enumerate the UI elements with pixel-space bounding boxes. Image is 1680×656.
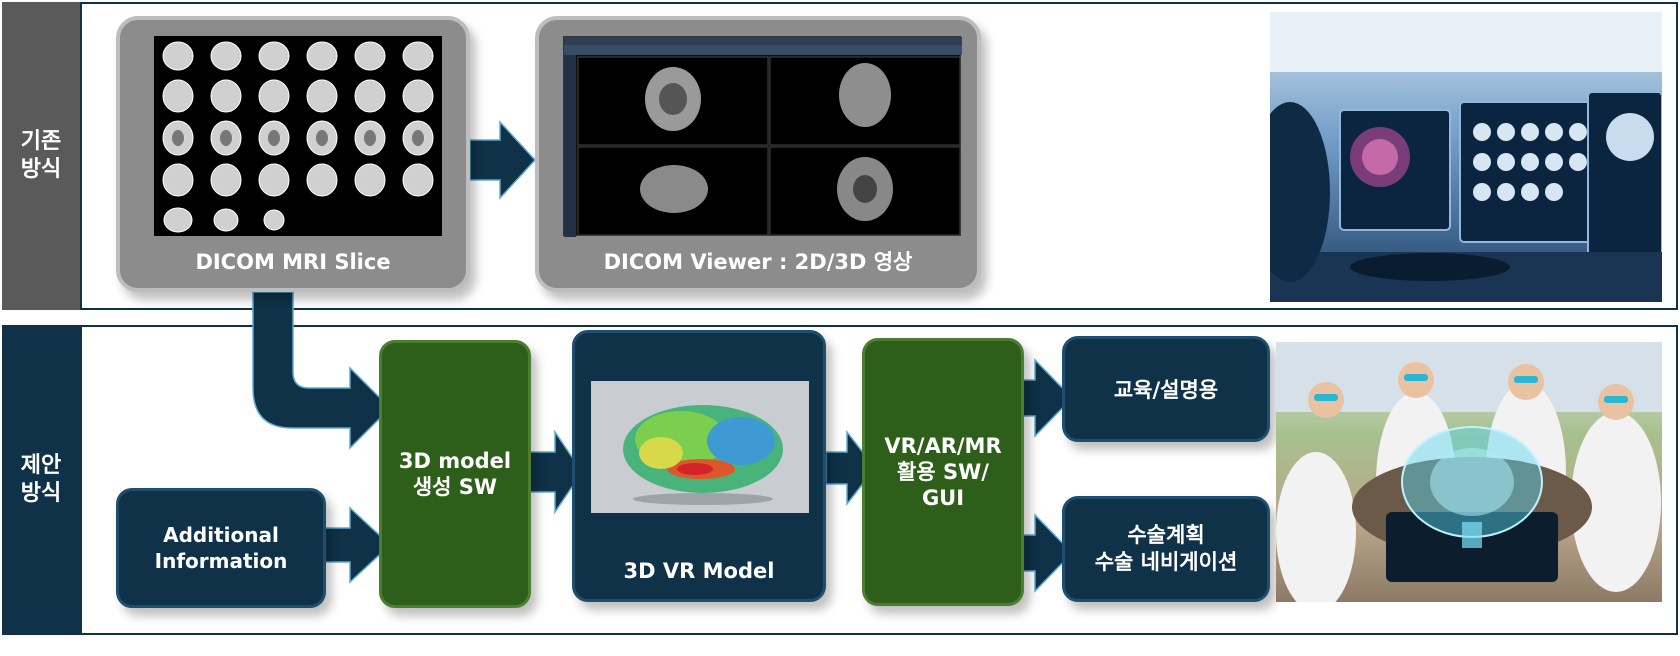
vr-ar-mr-sw-box: VR/AR/MR 활용 SW/ GUI (862, 338, 1024, 606)
doctors-hologram-photo (1276, 342, 1662, 602)
vr-brain-render (591, 381, 809, 513)
vr-model-panel: 3D VR Model (572, 330, 826, 602)
arrow-vr-model-to-vr-sw (825, 429, 876, 507)
arrow-info-to-model-sw (324, 506, 392, 584)
mri-slice-thumbnails (162, 41, 434, 233)
hologram-illustration (1276, 342, 1662, 602)
mri-slice-caption: DICOM MRI Slice (195, 250, 391, 274)
arrow-mri-to-viewer (469, 120, 537, 200)
proposed-method-label: 제안 방식 (2, 325, 80, 635)
arrow-mri-to-model-sw (252, 291, 392, 450)
colored-brain-image (623, 405, 783, 505)
existing-method-label: 기존 방식 (2, 2, 80, 310)
existing-method-text: 기존 방식 (20, 129, 62, 182)
model-sw-box: 3D model 생성 SW (379, 340, 531, 608)
dicom-viewer-windows (564, 37, 962, 237)
education-box: 교육/설명용 (1062, 336, 1270, 442)
mri-slice-grid (154, 36, 442, 236)
clinician-monitors-photo (1270, 12, 1662, 302)
monitors-illustration (1270, 12, 1662, 302)
proposed-method-text: 제안 방식 (20, 453, 62, 506)
mri-slice-panel: DICOM MRI Slice (116, 16, 470, 292)
arrow-model-sw-to-vr-model (529, 429, 583, 515)
vr-model-caption: 3D VR Model (623, 559, 775, 583)
surgery-navigation-box: 수술계획 수술 네비게이션 (1062, 496, 1270, 602)
dicom-viewer-panel: DICOM Viewer : 2D/3D 영상 (535, 16, 981, 292)
additional-information-box: Additional Information (116, 488, 326, 608)
dicom-viewer-screenshot (563, 36, 962, 237)
dicom-viewer-caption: DICOM Viewer : 2D/3D 영상 (603, 250, 913, 274)
